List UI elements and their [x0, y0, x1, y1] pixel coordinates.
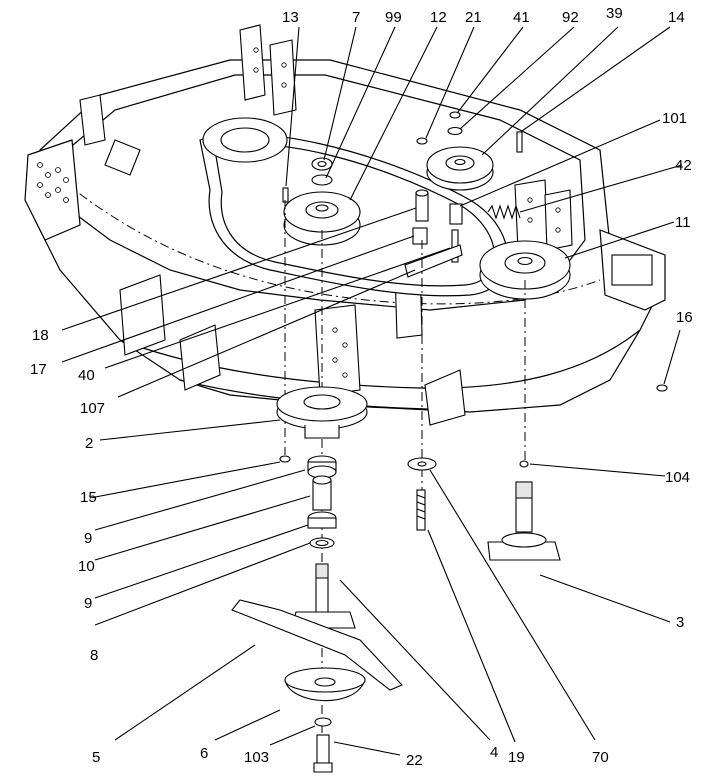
callout-14: 14 — [668, 9, 685, 26]
callout-39: 39 — [606, 5, 623, 22]
callout-21: 21 — [465, 9, 482, 26]
callout-41: 41 — [513, 9, 530, 26]
callout-99: 99 — [385, 9, 402, 26]
callout-15: 15 — [80, 489, 97, 506]
callout-11: 11 — [675, 214, 691, 231]
callout-18: 18 — [32, 327, 49, 344]
callout-5: 5 — [92, 749, 100, 766]
callout-12: 12 — [430, 9, 447, 26]
callout-101: 101 — [662, 110, 687, 127]
callout-13: 13 — [282, 9, 299, 26]
callout-2: 2 — [85, 435, 93, 452]
callout-4: 4 — [490, 744, 498, 761]
center-idler-stack — [407, 457, 437, 531]
callout-3: 3 — [676, 614, 684, 631]
callout-103: 103 — [244, 749, 269, 766]
callout-42: 42 — [675, 157, 692, 174]
callout-107: 107 — [80, 400, 105, 417]
idler-pulley-group — [416, 111, 668, 392]
callout-70: 70 — [592, 749, 609, 766]
left-spindle-stack — [231, 386, 403, 773]
callout-16: 16 — [676, 309, 693, 326]
callout-104: 104 — [665, 469, 690, 486]
callout-6: 6 — [200, 745, 208, 762]
callout-22: 22 — [406, 752, 423, 769]
left-mount-holes — [37, 162, 69, 203]
callout-17: 17 — [30, 361, 47, 378]
callout-92: 92 — [562, 9, 579, 26]
callout-40: 40 — [78, 367, 95, 384]
callout-10: 10 — [78, 558, 95, 575]
leader-lines — [61, 26, 683, 756]
right-spindle-stack — [487, 460, 561, 561]
callout-19: 19 — [508, 749, 525, 766]
callout-9-lower: 9 — [84, 595, 92, 612]
left-pulley-stack — [282, 157, 463, 278]
callout-9-upper: 9 — [84, 530, 92, 547]
part-callouts: 13 7 99 12 21 41 92 39 14 101 42 11 16 1… — [30, 5, 693, 769]
callout-7: 7 — [352, 9, 360, 26]
callout-8: 8 — [90, 647, 98, 664]
